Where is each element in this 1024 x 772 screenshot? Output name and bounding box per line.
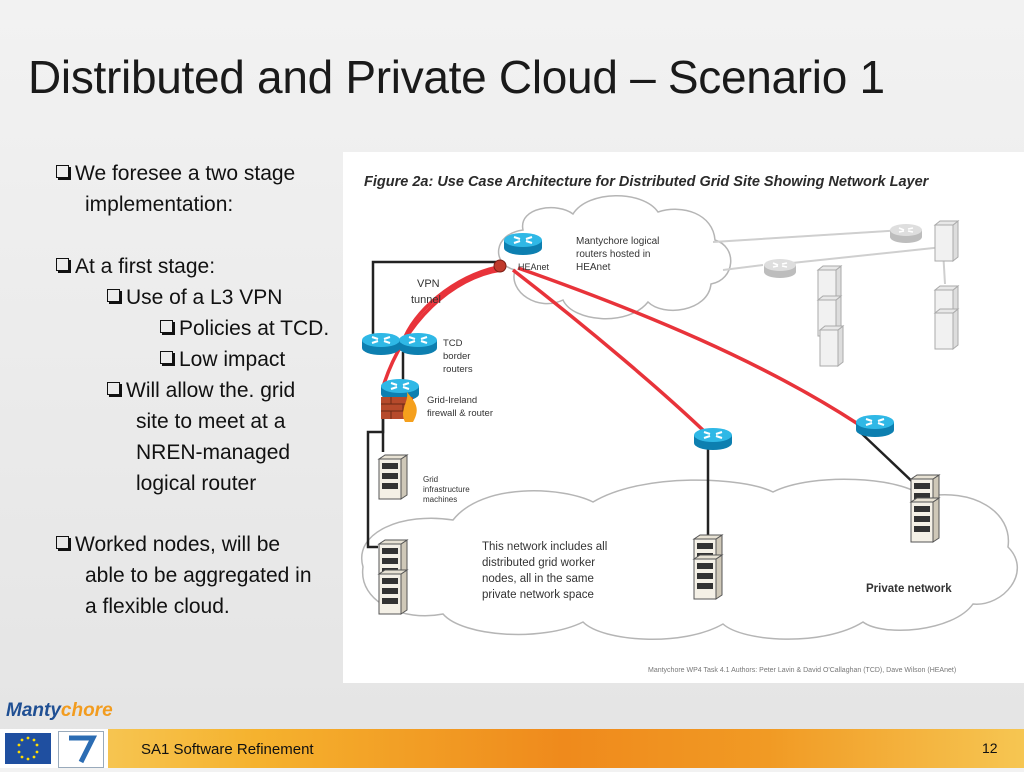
- bullet-2-1-1: Policies at TCD.: [160, 313, 329, 344]
- footer-bar: [0, 729, 1024, 768]
- gray-server-icon: [934, 308, 959, 350]
- gray-server-icon: [934, 220, 959, 262]
- private-network-cloud: [360, 478, 1019, 640]
- heanet-label: HEAnet: [518, 262, 550, 272]
- figure-caption: Figure 2a: Use Case Architecture for Dis…: [364, 174, 930, 190]
- firewall-icon: [381, 392, 417, 422]
- infrastructure-server-icon: [378, 454, 408, 500]
- gray-server-icon: [819, 325, 844, 367]
- worker-server-icon: [910, 497, 940, 543]
- gray-router-icon: [763, 258, 797, 279]
- heanet-cloud: [498, 195, 732, 320]
- worker-router-2-icon: [855, 414, 895, 438]
- worker-server-icon: [693, 554, 723, 600]
- bullet-1: We foresee a two stage implementation:: [56, 158, 295, 220]
- tcd-border-router-2-icon: [398, 332, 438, 356]
- worker-server-icon: [378, 569, 408, 615]
- checkbox-bullet-icon: [107, 289, 120, 302]
- gray-router-icon: [889, 223, 923, 244]
- eu-flag-icon: [5, 733, 51, 764]
- network-diagram: Figure 2a: Use Case Architecture for Dis…: [360, 174, 1019, 674]
- checkbox-bullet-icon: [56, 536, 69, 549]
- checkbox-bullet-icon: [160, 320, 173, 333]
- slide-title: Distributed and Private Cloud – Scenario…: [28, 51, 885, 103]
- bullet-2-1-2: Low impact: [160, 344, 285, 375]
- checkbox-bullet-icon: [160, 351, 173, 364]
- bullet-2-2: Will allow the. grid site to meet at a N…: [107, 375, 295, 499]
- worker-router-1-icon: [693, 427, 733, 451]
- tcd-border-router-1-icon: [361, 332, 401, 356]
- fp7-logo-icon: [58, 731, 104, 768]
- footer-text: SA1 Software Refinement: [141, 741, 314, 758]
- architecture-figure: Figure 2a: Use Case Architecture for Dis…: [343, 152, 1024, 683]
- mantychore-router-icon: [503, 232, 543, 256]
- bullet-2: At a first stage:: [56, 251, 215, 282]
- private-network-label: Private network: [866, 583, 952, 595]
- bullet-2-1: Use of a L3 VPN: [107, 282, 282, 313]
- checkbox-bullet-icon: [56, 258, 69, 271]
- eu-stars: [17, 736, 39, 761]
- vpn-tunnel-link: [401, 265, 499, 343]
- mantychore-logo: Mantychore: [6, 700, 113, 721]
- page-number: 12: [982, 740, 998, 756]
- figure-credits: Mantychore WP4 Task 4.1 Authors: Peter L…: [648, 667, 956, 674]
- checkbox-bullet-icon: [56, 165, 69, 178]
- checkbox-bullet-icon: [107, 382, 120, 395]
- bullet-3: Worked nodes, will be able to be aggrega…: [56, 529, 312, 622]
